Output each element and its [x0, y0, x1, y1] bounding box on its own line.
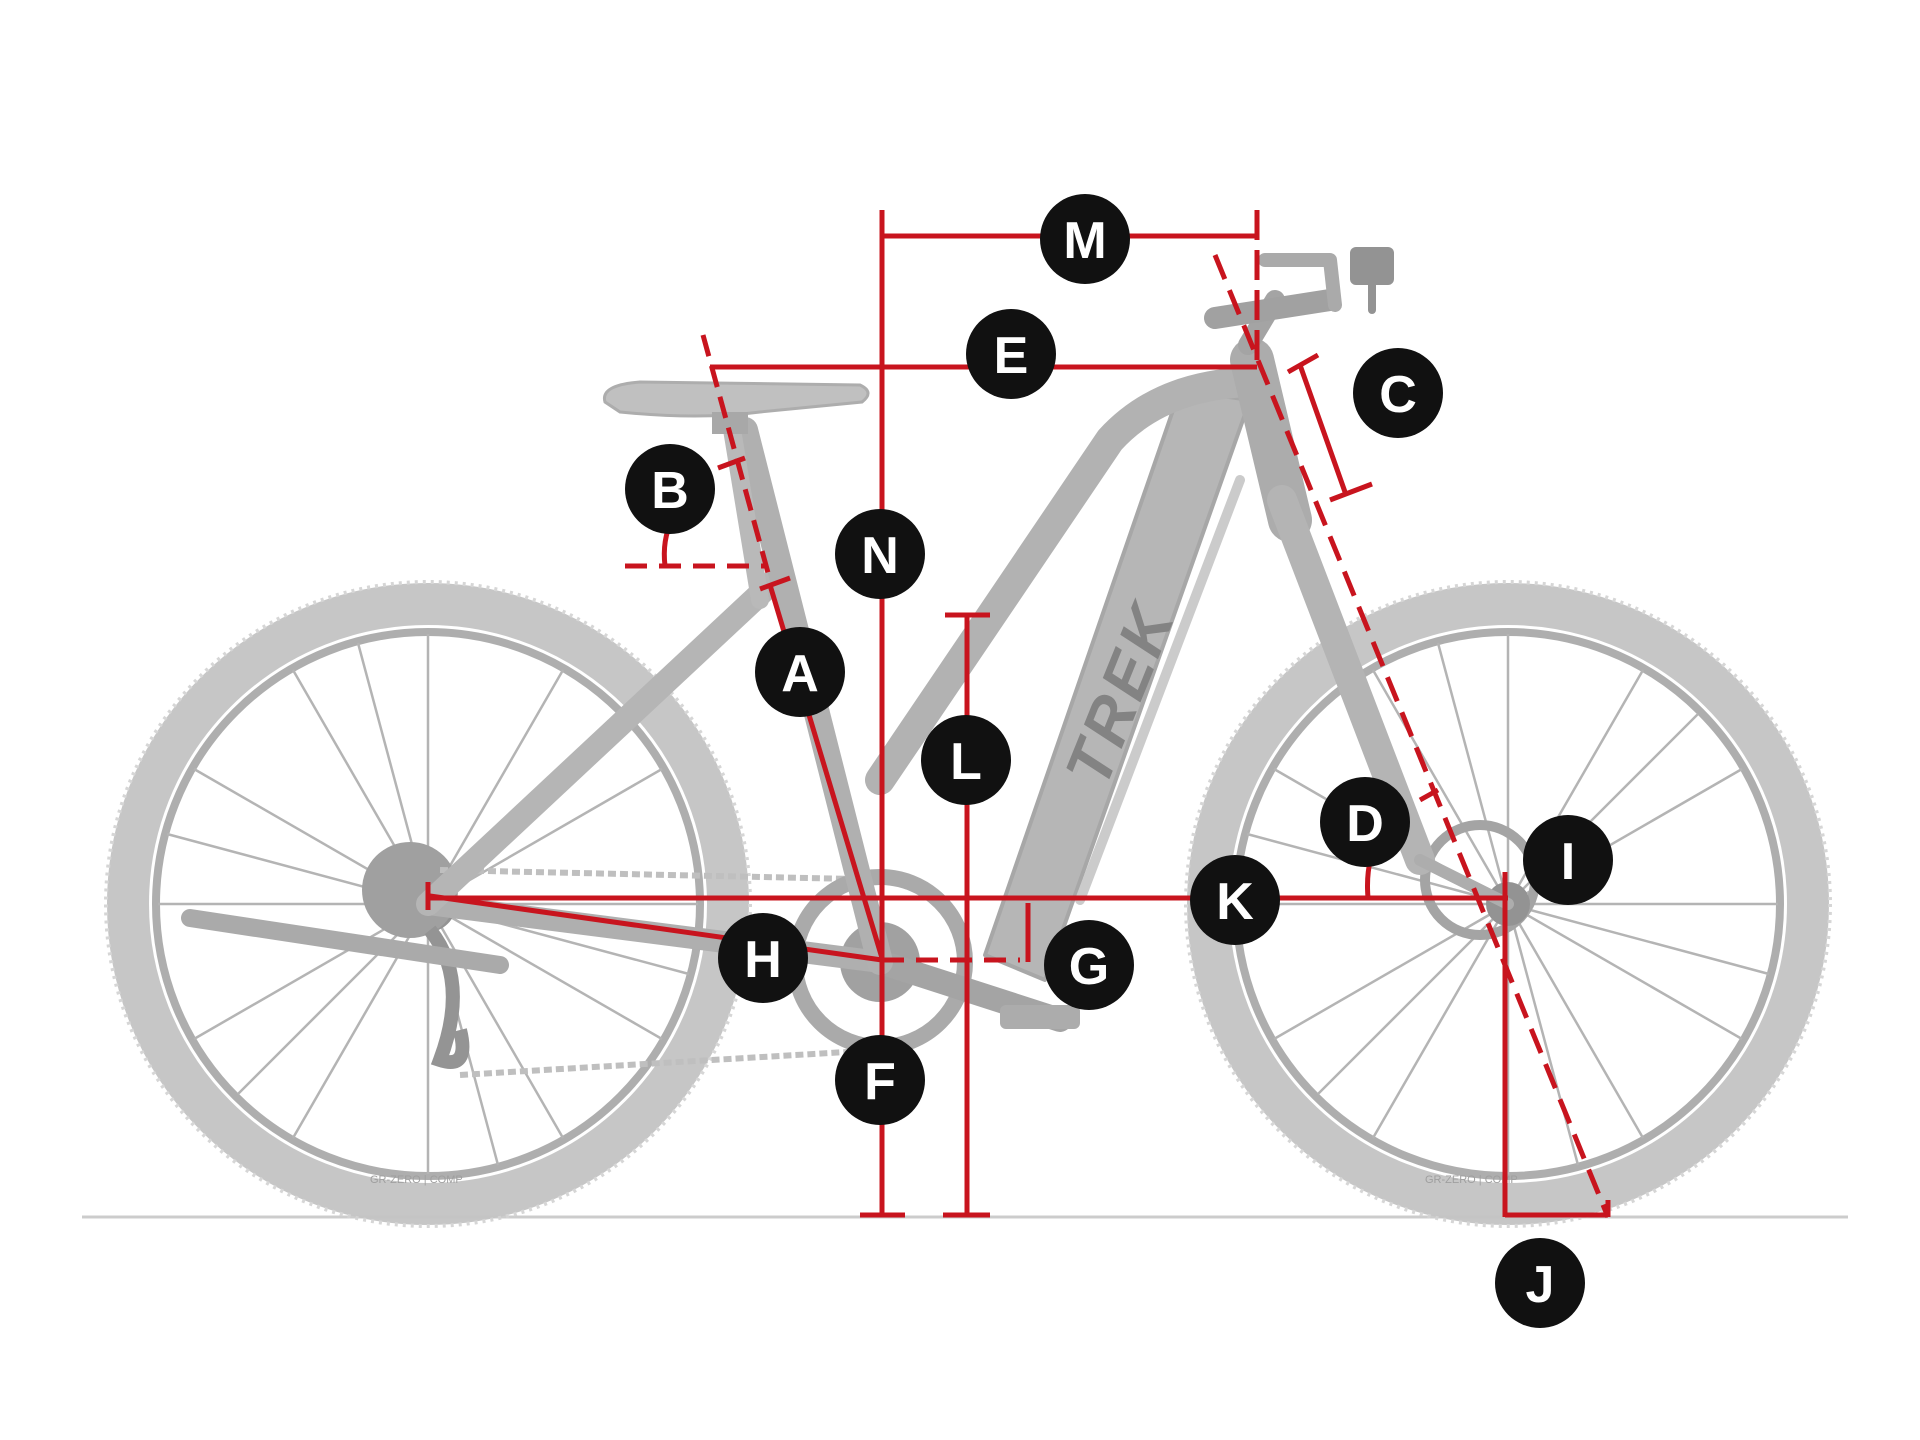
badge-j: J [1495, 1238, 1585, 1328]
badge-a: A [755, 627, 845, 717]
measurement-lines [425, 210, 1611, 1218]
kickstand [181, 909, 509, 974]
svg-text:A: A [781, 645, 819, 703]
badge-n: N [835, 509, 925, 599]
badge-e: E [966, 309, 1056, 399]
frame-logo: TREK [1051, 591, 1189, 795]
badge-i: I [1523, 815, 1613, 905]
seat-tube-axis [700, 334, 773, 581]
badge-m: M [1040, 194, 1130, 284]
svg-text:B: B [651, 462, 689, 520]
svg-text:K: K [1216, 873, 1254, 931]
svg-text:N: N [861, 527, 899, 585]
svg-text:D: D [1346, 795, 1384, 853]
rear-wheel [104, 580, 752, 1228]
steering-axis [1212, 254, 1611, 1218]
svg-text:J: J [1526, 1256, 1555, 1314]
badge-b: B [625, 444, 715, 534]
badge-g: G [1044, 920, 1134, 1010]
line-c [1297, 364, 1348, 493]
badge-h: H [718, 913, 808, 1003]
badge-c: C [1353, 348, 1443, 438]
front-tire-label: GR-ZERO | COMP [1425, 1174, 1518, 1186]
svg-text:M: M [1063, 212, 1106, 270]
badge-f: F [835, 1035, 925, 1125]
svg-text:I: I [1561, 833, 1575, 891]
seat-clamp [712, 412, 748, 434]
badge-d: D [1320, 777, 1410, 867]
saddle [602, 380, 870, 418]
badge-k: K [1190, 855, 1280, 945]
svg-text:H: H [744, 931, 782, 989]
svg-text:L: L [950, 733, 982, 791]
svg-text:G: G [1069, 938, 1109, 996]
svg-text:F: F [864, 1053, 896, 1111]
badge-l: L [921, 715, 1011, 805]
svg-text:C: C [1379, 366, 1417, 424]
label-badges: M E C B N A L D [625, 194, 1613, 1328]
svg-text:E: E [994, 327, 1029, 385]
rear-tire-label: GR-ZERO | COMP [370, 1174, 463, 1186]
